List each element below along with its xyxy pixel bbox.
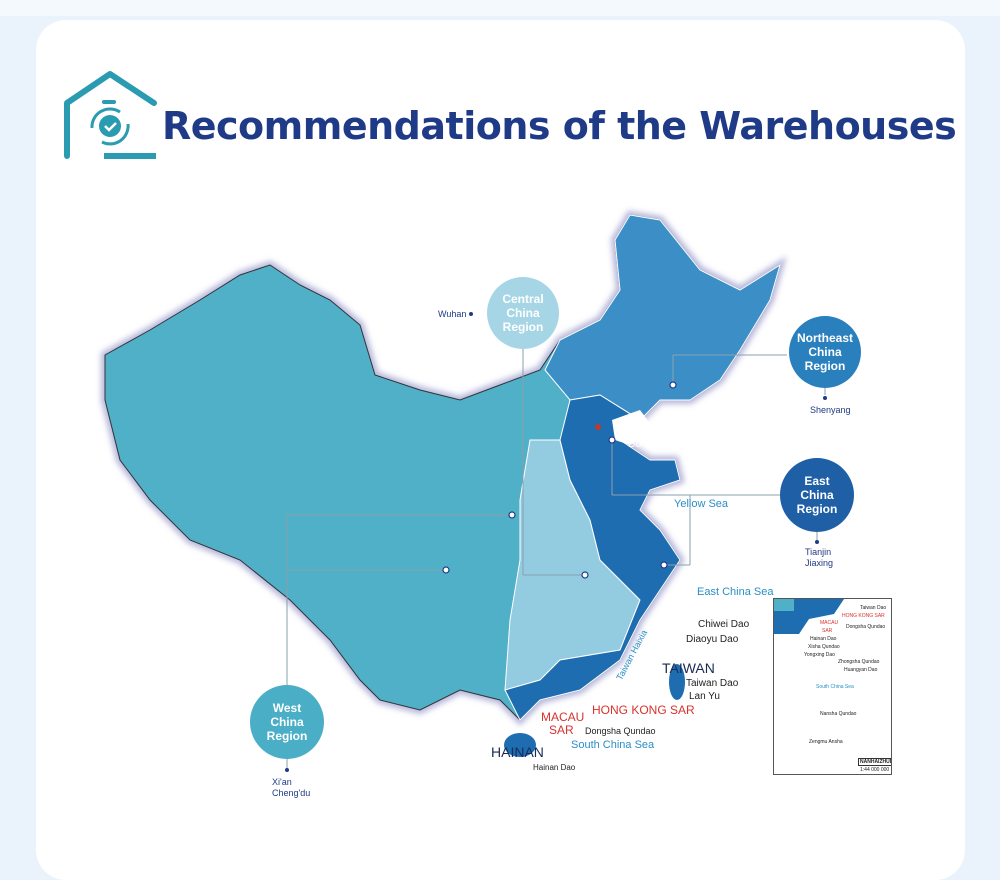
- inset-label: Dongsha Qundao: [846, 624, 886, 630]
- chiwei-dao-label: Chiwei Dao: [698, 619, 750, 630]
- east-china-region: [504, 394, 681, 721]
- yellow-sea-label: Yellow Sea: [674, 498, 729, 510]
- city-xian: Xi'an: [272, 777, 292, 787]
- inset-label: South China Sea: [816, 684, 854, 690]
- city-chengdu: Cheng'du: [272, 788, 311, 798]
- label: China: [506, 306, 540, 320]
- beijing-marker: [595, 424, 601, 430]
- south-china-sea-label: South China Sea: [571, 739, 655, 751]
- lan-yu-label: Lan Yu: [689, 691, 720, 702]
- label: Northeast: [796, 331, 853, 345]
- inset-label: Huangyan Dao: [844, 667, 878, 673]
- northeast-china-region: [544, 214, 781, 421]
- dongsha-label: Dongsha Qundao: [585, 726, 656, 736]
- macau-label: MACAU: [541, 710, 585, 724]
- hainan-label: HAINAN: [491, 744, 544, 760]
- inset-label: SAR: [822, 628, 833, 634]
- top-strip: [0, 0, 1000, 16]
- diaoyu-dao-label: Diaoyu Dao: [686, 634, 739, 645]
- label: China: [800, 488, 834, 502]
- hainan-dao-label: Hainan Dao: [533, 763, 576, 772]
- inset-label: Zhongsha Qundao: [838, 659, 880, 665]
- inset-label: Hainan Dao: [810, 636, 837, 642]
- east-china-sea-label: East China Sea: [697, 586, 774, 598]
- inset-label: Zengmu Ansha: [809, 739, 843, 745]
- label: Region: [502, 320, 544, 334]
- label: Region: [804, 359, 846, 373]
- label: China: [808, 345, 842, 359]
- inset-scale: 1:44 000 000: [860, 767, 890, 773]
- inset-label: MACAU: [820, 620, 839, 626]
- china-map: [101, 210, 827, 772]
- label: Region: [796, 502, 838, 516]
- city-markers: [442, 381, 677, 579]
- inset-label: HONG KONG SAR: [842, 613, 885, 619]
- label: Region: [266, 729, 308, 743]
- label: East: [804, 474, 830, 488]
- label: China: [270, 715, 304, 729]
- inset-code: NANHAIZHUDAO: [858, 758, 891, 766]
- taiwan-island: [669, 664, 685, 700]
- taiwan-label: TAIWAN: [662, 660, 715, 676]
- city-shenyang: Shenyang: [810, 405, 851, 415]
- bohai-label: Bo Hai: [628, 438, 662, 450]
- inset-label: Taiwan Dao: [860, 605, 887, 611]
- city-jiaxing: Jiaxing: [805, 558, 834, 568]
- inset-label: Xisha Qundao: [808, 644, 840, 650]
- warehouse-logo-icon: [62, 68, 162, 168]
- hong-kong-label: HONG KONG SAR: [592, 703, 695, 717]
- city-tianjin: Tianjin: [805, 547, 832, 557]
- bohai-sea: [612, 410, 655, 445]
- leader-lines: [286, 349, 826, 768]
- taiwan-dao-label: Taiwan Dao: [686, 678, 739, 689]
- hainan-island: [504, 733, 536, 757]
- inset-label: Yongxing Dao: [804, 652, 835, 658]
- inset-label: Nansha Qundao: [820, 711, 857, 717]
- city-wuhan: Wuhan: [438, 309, 467, 319]
- page-title: Recommendations of the Warehouses: [162, 104, 957, 148]
- label: Central: [502, 292, 544, 306]
- macau-sar-label: SAR: [549, 723, 574, 737]
- label: West: [272, 701, 302, 715]
- south-china-sea-inset: Taiwan Dao HONG KONG SAR MACAU SAR Dongs…: [773, 598, 892, 775]
